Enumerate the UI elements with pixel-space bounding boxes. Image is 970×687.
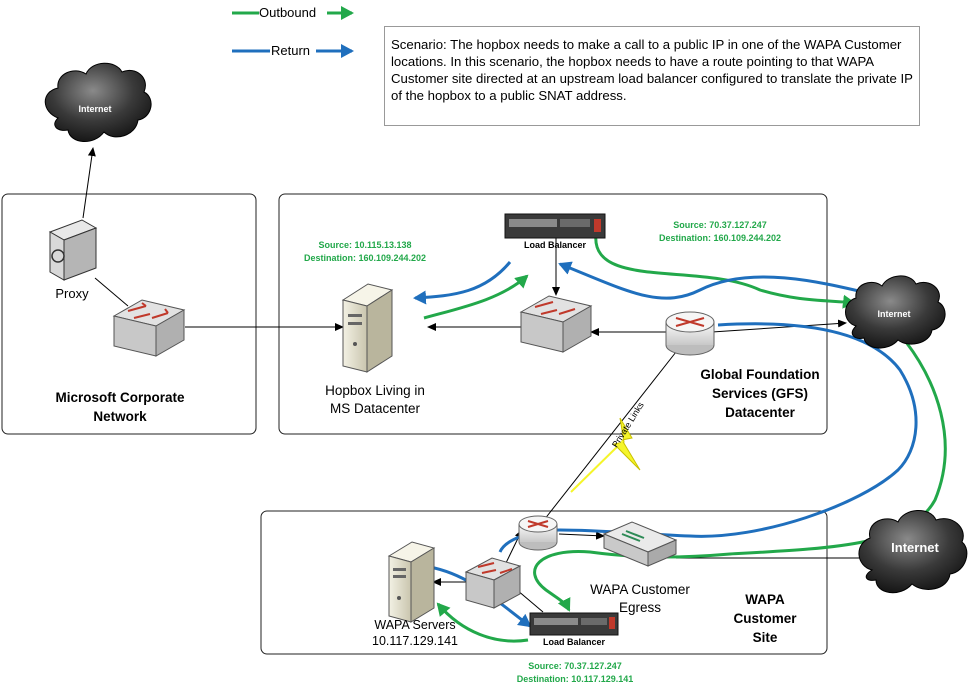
- gfs-datacenter-zone: [278, 193, 828, 435]
- gfs-zone-title-line3: Datacenter: [725, 405, 795, 420]
- hopbox-server-icon: [341, 283, 394, 373]
- proxy-icon: [48, 219, 98, 281]
- switch-wapa-icon: [464, 557, 522, 609]
- switch-gfs-icon: [519, 295, 593, 353]
- load-balancer-bottom-icon: [529, 612, 619, 636]
- router-gfs-icon: [665, 311, 715, 356]
- hopbox-destination-annotation: Destination: 160.109.244.202: [303, 253, 427, 263]
- cloud-label-top-left: Internet: [78, 104, 112, 114]
- router-wapa-icon: [518, 515, 558, 551]
- switch-corp-icon: [112, 299, 186, 357]
- outbound-paths: [423, 233, 947, 643]
- wapa-destination-annotation: Destination: 10.117.129.141: [516, 674, 634, 684]
- wapa-servers-label-line2: 10.117.129.141: [372, 634, 458, 648]
- corp-network-zone: [1, 193, 257, 435]
- wapa-zone-title-line1: WAPA: [745, 592, 785, 607]
- egress-label-line2: Egress: [618, 600, 662, 615]
- wapa-servers-label-line1: WAPA Servers: [374, 618, 456, 632]
- internet-cloud-top-left: [44, 62, 152, 142]
- legend-outbound-label: Outbound: [259, 5, 317, 20]
- hopbox-source-annotation: Source: 10.115.13.138: [318, 240, 412, 250]
- gfs-zone-title-line1: Global Foundation: [700, 367, 820, 382]
- wapa-site-zone: [260, 510, 828, 655]
- internet-cloud-right-bottom: [858, 510, 968, 594]
- cloud-label-right-mid: Internet: [877, 309, 911, 319]
- connection-lines: [82, 147, 864, 613]
- internet-cloud-right-mid: [845, 275, 946, 349]
- corp-zone-title-line1: Microsoft Corporate: [55, 390, 185, 405]
- load-balancer-bottom-label: Load Balancer: [542, 637, 606, 647]
- scenario-description: Scenario: The hopbox needs to make a cal…: [384, 26, 920, 126]
- egress-label-line1: WAPA Customer: [590, 582, 690, 597]
- load-balancer-top-label: Load Balancer: [523, 240, 587, 250]
- wapa-egress-device-icon: [602, 521, 678, 567]
- wapa-zone-title-line2: Customer: [733, 611, 797, 626]
- wapa-source-annotation: Source: 70.37.127.247: [528, 661, 622, 671]
- cloud-label-right-bottom: Internet: [891, 540, 939, 555]
- load-balancer-top-icon: [504, 213, 606, 239]
- proxy-label: Proxy: [55, 286, 89, 301]
- corp-zone-title-line2: Network: [93, 409, 147, 424]
- wapa-zone-title-line3: Site: [752, 630, 778, 645]
- wapa-servers-icon: [387, 541, 436, 623]
- snat-destination-annotation: Destination: 160.109.244.202: [658, 233, 782, 243]
- hopbox-label-line1: Hopbox Living in: [325, 383, 425, 398]
- hopbox-label-line2: MS Datacenter: [329, 401, 421, 416]
- snat-source-annotation: Source: 70.37.127.247: [673, 220, 767, 230]
- gfs-zone-title-line2: Services (GFS): [711, 386, 809, 401]
- legend-return-label: Return: [271, 43, 311, 58]
